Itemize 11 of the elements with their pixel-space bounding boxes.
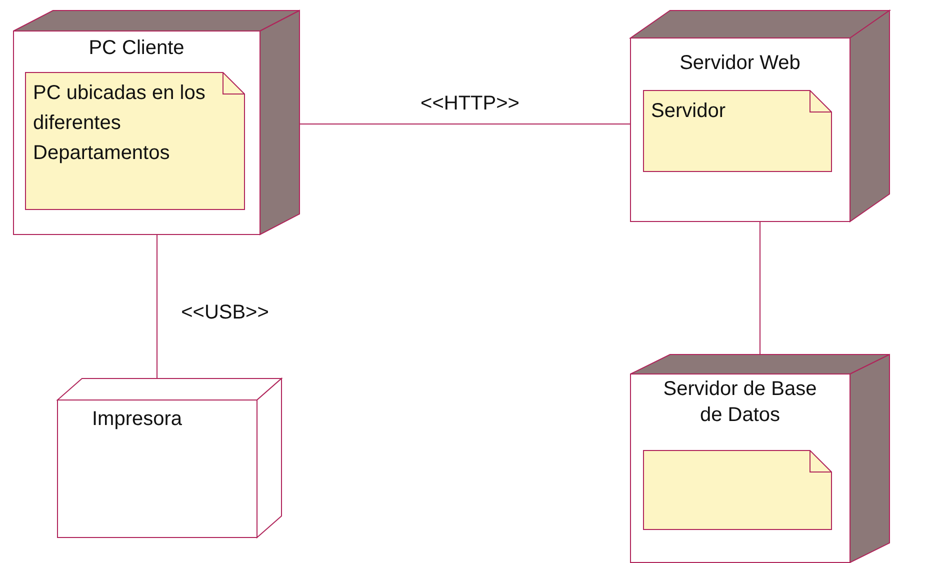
note-text: Servidor (651, 99, 726, 124)
note-box (643, 90, 832, 172)
node-title: Servidor Web (678, 51, 802, 76)
node-cube (57, 378, 282, 538)
note-box (25, 72, 245, 210)
node-title: Servidor de Base de Datos (662, 377, 818, 428)
node-title: Impresora (90, 407, 184, 432)
note-text: PC ubicadas en los diferentes Departamentos (33, 81, 206, 166)
connector-line (156, 234, 158, 378)
note-box (643, 450, 832, 530)
node-title: PC Cliente (88, 36, 186, 61)
